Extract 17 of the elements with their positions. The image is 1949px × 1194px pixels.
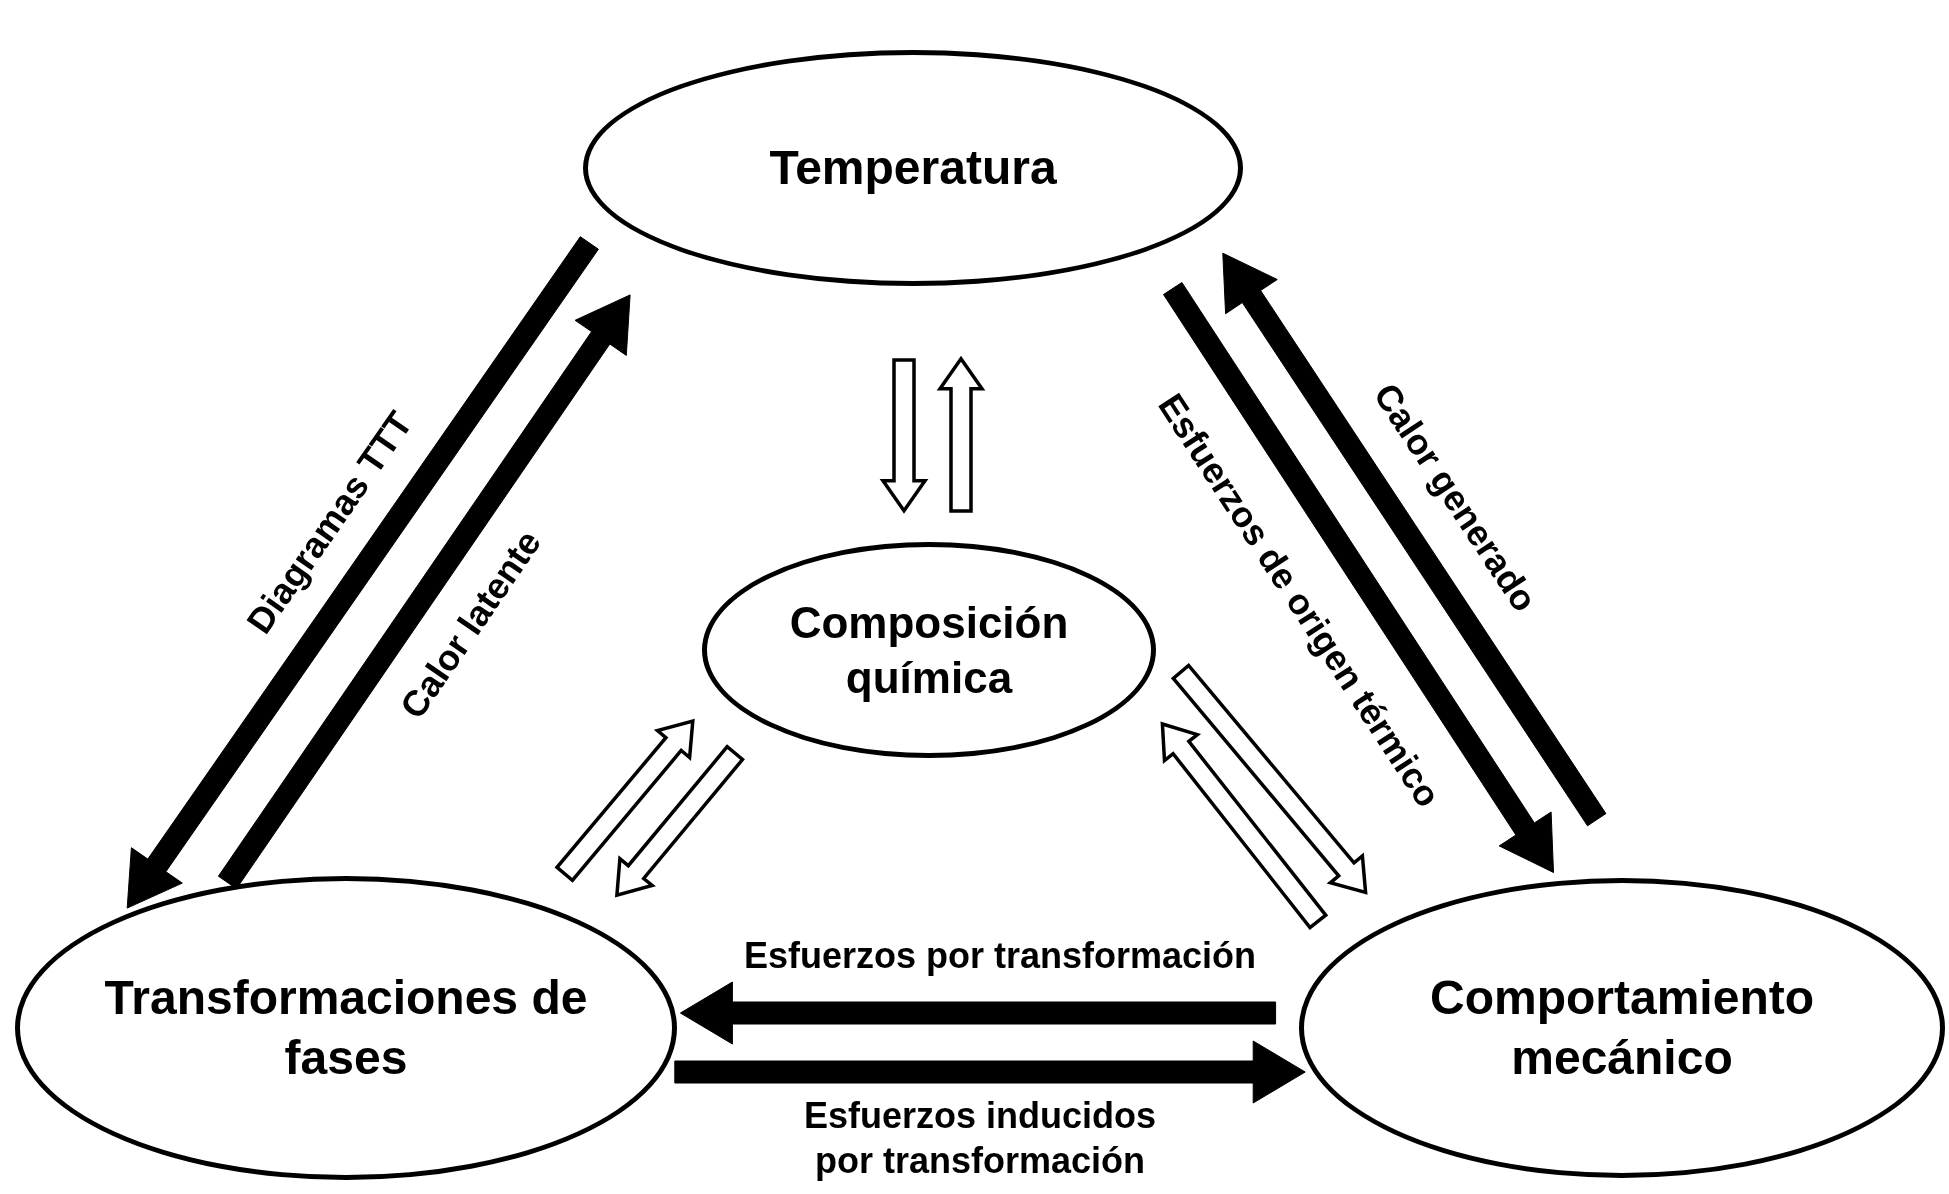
node-label: Transformaciones de fases bbox=[103, 970, 589, 1086]
hollow-arrow bbox=[1160, 721, 1329, 930]
hollow-arrow bbox=[554, 718, 695, 883]
node-label: Temperatura bbox=[769, 140, 1057, 196]
hollow-arrow bbox=[879, 358, 929, 514]
node-label: Composición química bbox=[788, 597, 1070, 704]
hollow-arrow bbox=[936, 355, 986, 513]
thick-arrow bbox=[1163, 282, 1554, 873]
thick-arrow bbox=[126, 236, 599, 909]
thick-arrow bbox=[679, 981, 1277, 1045]
hollow-arrow bbox=[614, 744, 745, 898]
thick-arrow bbox=[674, 1040, 1306, 1104]
thick-arrow bbox=[1222, 252, 1607, 827]
node-label: Comportamiento mecánico bbox=[1429, 970, 1815, 1086]
edge-label: Esfuerzos por transformación bbox=[743, 933, 1257, 978]
edge-label: Esfuerzos inducidos por transformación bbox=[802, 1094, 1158, 1183]
hollow-arrow bbox=[1170, 663, 1368, 895]
